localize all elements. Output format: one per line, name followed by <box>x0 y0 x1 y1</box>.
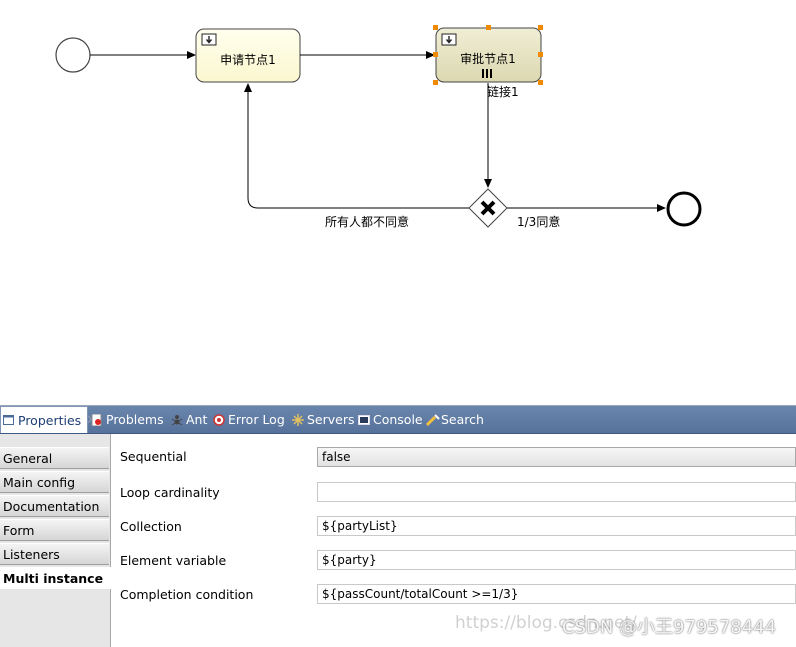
properties-icon <box>3 414 15 426</box>
property-sections: General Main config Documentation Form L… <box>0 434 111 647</box>
collection-label: Collection <box>120 519 182 534</box>
approve-label: 1/3同意 <box>517 214 560 229</box>
console-icon <box>358 414 370 426</box>
section-form[interactable]: Form <box>0 519 109 541</box>
panel-tab-bar: Properties ✕ Problems Ant Error Log Se <box>0 406 796 434</box>
reject-label: 所有人都不同意 <box>325 214 409 229</box>
sequential-label: Sequential <box>120 449 187 464</box>
tab-properties[interactable]: Properties ✕ <box>0 406 97 433</box>
bpmn-canvas[interactable]: 申请节点1 审批节点1 <box>0 0 796 405</box>
link-label: 链接1 <box>487 84 519 99</box>
multi-instance-parallel-icon <box>482 69 492 78</box>
tab-ant[interactable]: Ant <box>171 406 207 433</box>
problems-icon <box>91 413 103 426</box>
tab-label: Properties <box>18 412 82 428</box>
collection-input[interactable]: ${partyList} <box>317 516 796 536</box>
task-approve-node[interactable]: 审批节点1 <box>433 25 543 85</box>
start-event[interactable] <box>55 37 91 73</box>
tab-error-log[interactable]: Error Log <box>213 406 285 433</box>
servers-icon <box>292 413 304 426</box>
loop-cardinality-input[interactable] <box>317 482 796 502</box>
task2-label: 审批节点1 <box>460 51 516 66</box>
task-apply-node[interactable]: 申请节点1 <box>195 28 301 83</box>
tab-console[interactable]: Console <box>358 406 423 433</box>
tab-label: Search <box>441 412 484 427</box>
tab-servers[interactable]: Servers <box>292 406 355 433</box>
bpmn-diagram: 申请节点1 审批节点1 <box>55 25 702 229</box>
tab-label: Servers <box>307 412 355 427</box>
watermark-faint: https://blog.csdn.net/ <box>455 613 637 633</box>
section-listeners[interactable]: Listeners <box>0 543 109 565</box>
search-icon <box>425 413 440 426</box>
user-task-icon <box>441 33 457 46</box>
flow-reject-to-task1[interactable] <box>244 83 469 209</box>
tab-search[interactable]: Search <box>425 406 484 433</box>
section-documentation[interactable]: Documentation <box>0 495 109 517</box>
ant-icon <box>171 414 183 426</box>
selection-handles[interactable] <box>433 25 543 85</box>
tab-label: Error Log <box>228 412 285 427</box>
watermark-csdn: CSDN @小王979578444 <box>562 617 777 638</box>
tab-problems[interactable]: Problems <box>91 406 164 433</box>
error-log-icon <box>213 413 225 426</box>
element-variable-input[interactable]: ${party} <box>317 550 796 570</box>
tab-label: Console <box>373 412 423 427</box>
loop-cardinality-label: Loop cardinality <box>120 485 220 500</box>
gateway-x-icon <box>480 200 496 216</box>
tab-label: Problems <box>106 412 164 427</box>
section-main-config[interactable]: Main config <box>0 471 109 493</box>
task1-label: 申请节点1 <box>220 53 276 67</box>
end-event[interactable] <box>666 191 702 227</box>
section-multi-instance[interactable]: Multi instance <box>0 567 111 589</box>
properties-panel: Properties ✕ Problems Ant Error Log Se <box>0 405 796 647</box>
sequential-select[interactable]: false <box>317 447 796 467</box>
element-variable-label: Element variable <box>120 553 227 568</box>
completion-condition-label: Completion condition <box>120 587 254 602</box>
exclusive-gateway[interactable] <box>468 188 508 228</box>
section-general[interactable]: General <box>0 447 109 469</box>
tab-label: Ant <box>186 412 208 427</box>
completion-condition-input[interactable]: ${passCount/totalCount >=1/3} <box>317 584 796 604</box>
user-task-icon <box>201 33 217 46</box>
